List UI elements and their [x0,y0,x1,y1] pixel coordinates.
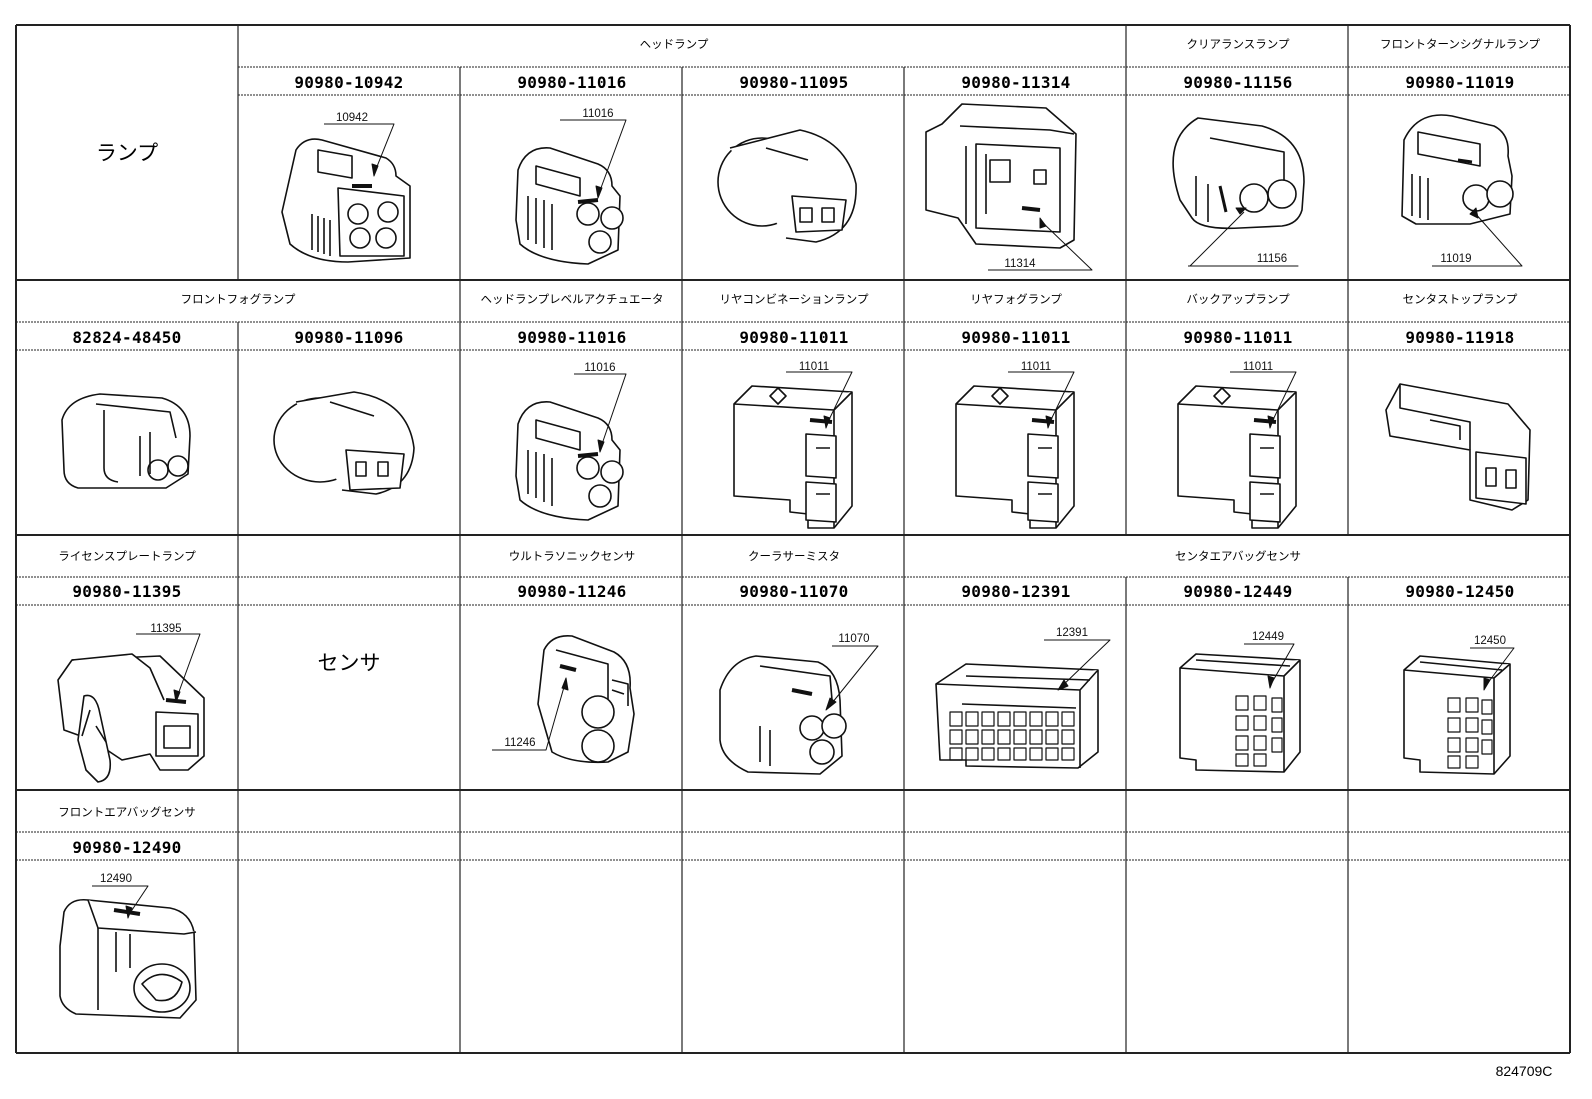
connector-square-2-pin-icon [955,385,1075,529]
connector-long-2-pin-icon [1385,383,1531,511]
callout-label: 11070 [838,633,869,645]
callout-label: 11246 [504,737,535,749]
callout-label: 11156 [1257,253,1287,265]
callout-label: 11016 [582,108,613,120]
header-license-plate-lamp: ライセンスプレートランプ [58,549,196,563]
callout-leader [1044,639,1111,691]
header-ultrasonic-sensor: ウルトラソニックセンサ [509,549,636,563]
callout-leader [1008,371,1075,429]
callout-label: 12449 [1252,631,1284,643]
callout-label: 12450 [1474,635,1506,647]
connector-flat-2-pin-icon [717,129,857,243]
callout-leader [1470,647,1515,691]
callout-leader [136,633,201,703]
callout-leader [825,645,879,711]
part-number: 90980-11095 [739,73,848,92]
callout-label: 12490 [100,873,132,885]
part-number: 90980-12490 [72,838,181,857]
callout-label: 12391 [1056,627,1088,639]
header-center-stop-lamp: センタストップランプ [1403,292,1518,306]
header-clearance-lamp: クリアランスランプ [1187,37,1290,51]
part-number: 90980-11019 [1405,73,1514,92]
connector-square-2-pin-icon [1177,385,1297,529]
part-number: 90980-12449 [1183,582,1292,601]
callout-label: 11011 [799,361,829,373]
connector-airbag-icon [59,898,197,1019]
part-number: 90980-11070 [739,582,848,601]
connector-4-pin-icon [281,138,411,263]
part-number: 90980-12391 [961,582,1070,601]
callout-label: 10942 [336,112,368,124]
connector-3-pin-icon [515,147,624,265]
callout-leader [1244,643,1295,689]
connector-multi-pin-icon [1179,653,1301,773]
part-number: 82824-48450 [72,328,181,347]
group-label-sensor: センサ [318,651,381,675]
connector-multi-pin-icon [935,663,1099,769]
group-label-lamp: ランプ [96,141,158,165]
header-rear-fog-lamp: リヤフォグランプ [970,292,1062,306]
callout-label: 11016 [584,362,615,374]
reference-code: 824709C [1496,1063,1553,1079]
connector-3-pin-icon [719,655,847,775]
callout-label: 11011 [1243,361,1273,373]
callout-leader [786,371,853,429]
table-grid [15,24,1571,1054]
callout-label: 11395 [150,623,181,635]
header-headlamp: ヘッドランプ [640,37,709,51]
callout-label: 11314 [1004,258,1036,270]
connector-2-pin-icon [537,634,635,764]
part-number: 90980-12450 [1405,582,1514,601]
header-rear-combination-lamp: リヤコンビネーションランプ [720,292,869,306]
header-front-fog-lamp: フロントフォグランプ [181,292,296,306]
callout-leader [92,885,149,919]
connector-3-pin-icon [515,401,624,521]
connector-2-pin-icon [1401,114,1514,225]
connector-square-2-pin-icon [733,385,853,529]
callout-leader [988,217,1093,271]
part-number: 90980-11246 [517,582,626,601]
connector-clip-2-pin-icon [57,653,205,783]
part-number: 90980-11011 [961,328,1070,347]
header-cooler-thermistor: クーラサーミスタ [748,549,840,563]
header-backup-lamp: バックアップランプ [1186,292,1290,306]
header-center-airbag-sensor: センタエアバッグセンサ [1175,549,1301,563]
part-number: 90980-11016 [517,328,626,347]
connector-flat-2-pin-icon [273,391,415,495]
part-number: 90980-11156 [1183,73,1292,92]
part-number: 90980-11016 [517,73,626,92]
connector-box-icon [925,103,1077,249]
part-number: 90980-11314 [961,73,1070,92]
part-number: 90980-11011 [739,328,848,347]
callout-leader [560,119,627,199]
part-number: 90980-10942 [294,73,403,92]
callout-label: 11019 [1440,253,1471,265]
callout-leader [1432,207,1523,267]
header-headlamp-leveling-actuator: ヘッドランプレベルアクチュエータ [480,292,663,306]
part-number: 90980-11011 [1183,328,1292,347]
callout-leader [1230,371,1297,429]
callout-leader [324,123,395,177]
part-number: 90980-11096 [294,328,403,347]
callout-leader [574,373,627,453]
connector-2-pin-icon [61,393,191,489]
connector-2-pin-icon [1172,117,1305,230]
header-front-airbag-sensor: フロントエアバッグセンサ [58,805,196,819]
part-number: 90980-11918 [1405,328,1514,347]
header-front-turn-signal-lamp: フロントターンシグナルランプ [1380,37,1541,51]
callout-label: 11011 [1021,361,1051,373]
part-number: 90980-11395 [72,582,181,601]
callout-leader [1188,207,1299,267]
callout-leader [492,677,569,751]
